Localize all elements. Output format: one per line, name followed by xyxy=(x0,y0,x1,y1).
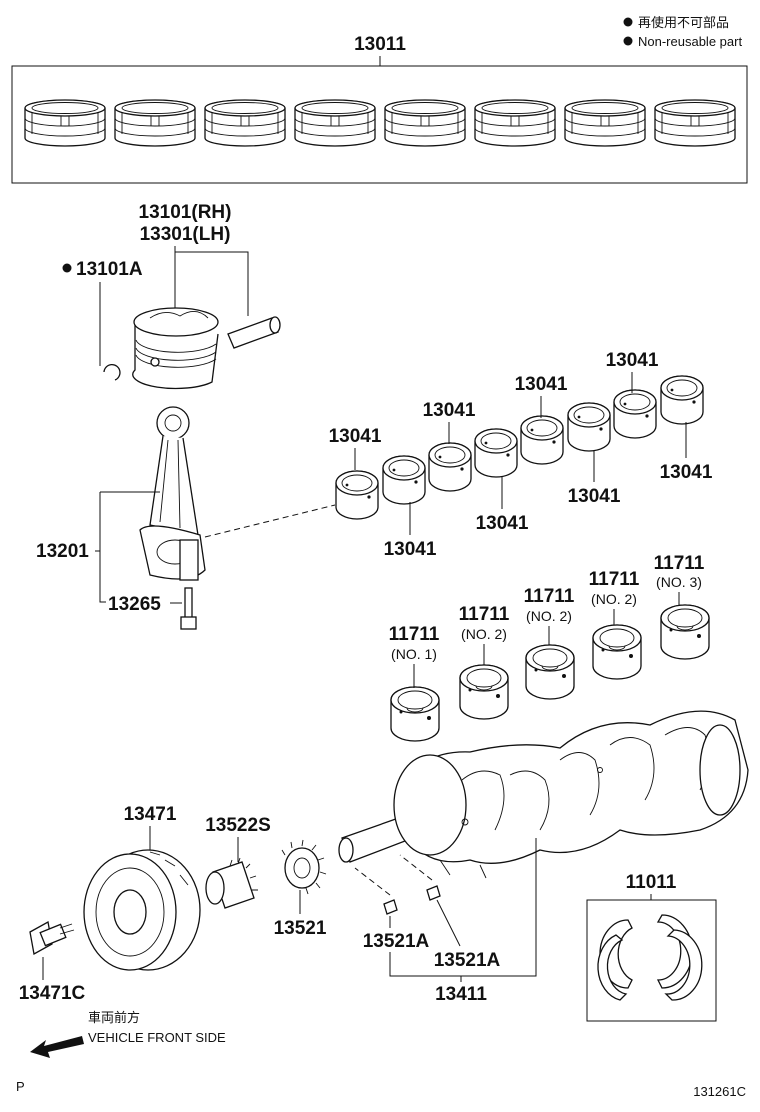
rod-bearings xyxy=(335,375,704,520)
rod-bolt xyxy=(180,587,197,630)
legend-jp: 再使用不可部品 xyxy=(638,15,729,30)
crank-keys xyxy=(383,885,441,915)
front-side-en: VEHICLE FRONT SIDE xyxy=(88,1030,226,1045)
label-11011: 11011 xyxy=(626,872,677,893)
corner-mark: P xyxy=(16,1079,25,1094)
label-no2-c: (NO. 2) xyxy=(591,591,637,607)
connecting-rod xyxy=(139,406,206,581)
label-no2-a: (NO. 2) xyxy=(461,626,507,642)
timing-gear xyxy=(281,839,327,895)
label-13265: 13265 xyxy=(108,594,161,615)
piston-ring-set xyxy=(24,99,736,147)
label-13041-2: 13041 xyxy=(384,539,437,560)
label-13101a: 13101A xyxy=(76,259,143,280)
bullet-icon xyxy=(623,36,633,46)
direction-arrow-icon xyxy=(30,1036,84,1058)
pulley-bolt xyxy=(29,920,75,956)
label-13521a-2: 13521A xyxy=(434,950,501,971)
label-13471c: 13471C xyxy=(19,983,86,1004)
piston xyxy=(132,307,219,390)
label-13471: 13471 xyxy=(124,804,177,825)
ring-set-box xyxy=(11,65,748,184)
label-13011: 13011 xyxy=(354,34,406,55)
label-11711-1: 11711 xyxy=(389,624,440,645)
crank-sprocket xyxy=(205,857,258,909)
bullet-icon xyxy=(62,263,72,273)
label-no2-b: (NO. 2) xyxy=(526,608,572,624)
label-11711-2: 11711 xyxy=(459,604,510,625)
label-11711-3: 11711 xyxy=(524,586,575,607)
figure-code: 131261C xyxy=(693,1084,746,1099)
label-13041-1: 13041 xyxy=(329,426,382,447)
label-13041-7: 13041 xyxy=(606,350,659,371)
label-13101rh: 13101(RH) xyxy=(139,202,232,223)
thrust-washers xyxy=(597,914,703,1001)
crank-pulley xyxy=(83,849,201,971)
label-13041-4: 13041 xyxy=(476,513,529,534)
legend-en: Non-reusable part xyxy=(638,34,742,49)
crankshaft xyxy=(338,710,749,879)
label-13041-5: 13041 xyxy=(515,374,568,395)
label-13521a-1: 13521A xyxy=(363,931,430,952)
label-no3: (NO. 3) xyxy=(656,574,702,590)
label-13521: 13521 xyxy=(274,918,327,939)
label-no1: (NO. 1) xyxy=(391,646,437,662)
thrust-washer-box xyxy=(586,899,717,1022)
label-13041-3: 13041 xyxy=(423,400,476,421)
front-side-jp: 車両前方 xyxy=(88,1010,140,1025)
label-11711-5: 11711 xyxy=(654,553,705,574)
label-13041-6: 13041 xyxy=(568,486,621,507)
label-13301lh: 13301(LH) xyxy=(140,224,231,245)
snap-ring xyxy=(103,363,121,381)
label-13522s: 13522S xyxy=(205,815,271,836)
bullet-icon xyxy=(623,17,633,27)
label-13201: 13201 xyxy=(36,541,89,562)
piston-pin xyxy=(227,316,281,349)
label-11711-4: 11711 xyxy=(589,569,640,590)
label-13041-8: 13041 xyxy=(660,462,713,483)
label-13411: 13411 xyxy=(435,984,487,1005)
